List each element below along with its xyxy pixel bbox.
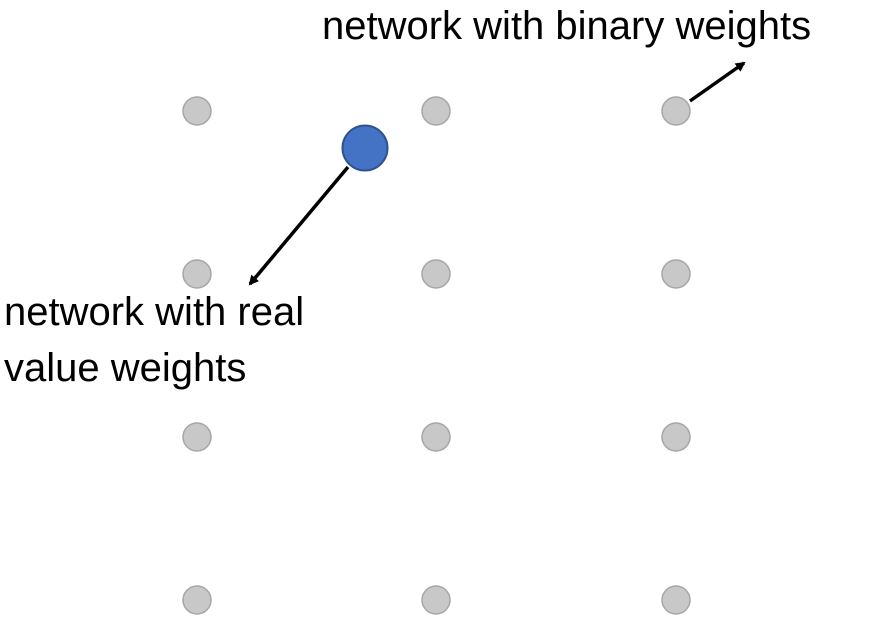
grid-point-third-right — [661, 422, 691, 452]
grid-point-bottom-right — [661, 585, 691, 615]
grid-point-top-middle — [421, 96, 451, 126]
grid-point-top-left — [182, 96, 212, 126]
grid-point-third-middle — [421, 422, 451, 452]
real-weights-label-line-2: value weights — [4, 346, 247, 390]
grid-point-bottom-middle — [421, 585, 451, 615]
grid-point-second-left — [182, 259, 212, 289]
binary-weight-grid — [182, 96, 691, 615]
real-valued-point — [341, 124, 389, 172]
grid-point-bottom-left — [182, 585, 212, 615]
arrow-to-real-label — [248, 165, 350, 286]
grid-point-second-middle — [421, 259, 451, 289]
grid-point-third-left — [182, 422, 212, 452]
real-weights-label: network with real value weights — [4, 284, 304, 396]
grid-point-top-right — [661, 96, 691, 126]
binary-weights-label: network with binary weights — [322, 4, 812, 48]
grid-point-second-right — [661, 259, 691, 289]
real-weights-label-line-1: network with real — [4, 290, 305, 334]
arrow-to-binary-label — [688, 61, 746, 103]
